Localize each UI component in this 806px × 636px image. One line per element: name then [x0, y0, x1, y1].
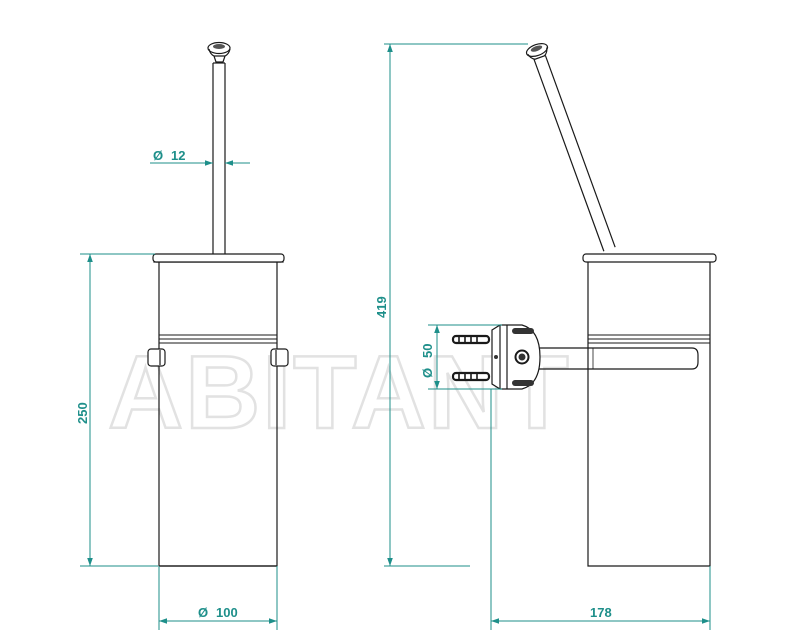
front-handle-knob [207, 41, 231, 63]
side-holder-body [582, 253, 717, 567]
dim-handle-diameter-value: 12 [171, 148, 185, 163]
side-dimensions [384, 43, 711, 630]
dim-holder-diameter-value: 100 [216, 605, 238, 620]
dim-total-height-value: 419 [374, 296, 389, 318]
side-view [451, 43, 717, 567]
side-dimension-labels: 419 50 Ø 178 [374, 296, 612, 620]
dim-mount-diameter-value: 50 [420, 344, 435, 358]
front-view [147, 41, 289, 567]
side-wall-rosette [491, 324, 541, 390]
side-handle [525, 43, 616, 252]
side-wall-arm [537, 347, 699, 370]
front-wall-clips [147, 348, 289, 367]
side-wall-anchors [451, 334, 491, 382]
front-dimensions [80, 160, 278, 630]
front-holder-body [152, 253, 285, 567]
dim-holder-height-value: 250 [75, 402, 90, 424]
dim-projection-value: 178 [590, 605, 612, 620]
diameter-symbol: Ø [153, 148, 163, 163]
front-dimension-labels: Ø 12 250 Ø 100 [75, 148, 238, 620]
front-handle-rod [212, 62, 226, 258]
diameter-symbol: Ø [198, 605, 208, 620]
diameter-symbol: Ø [420, 368, 435, 378]
